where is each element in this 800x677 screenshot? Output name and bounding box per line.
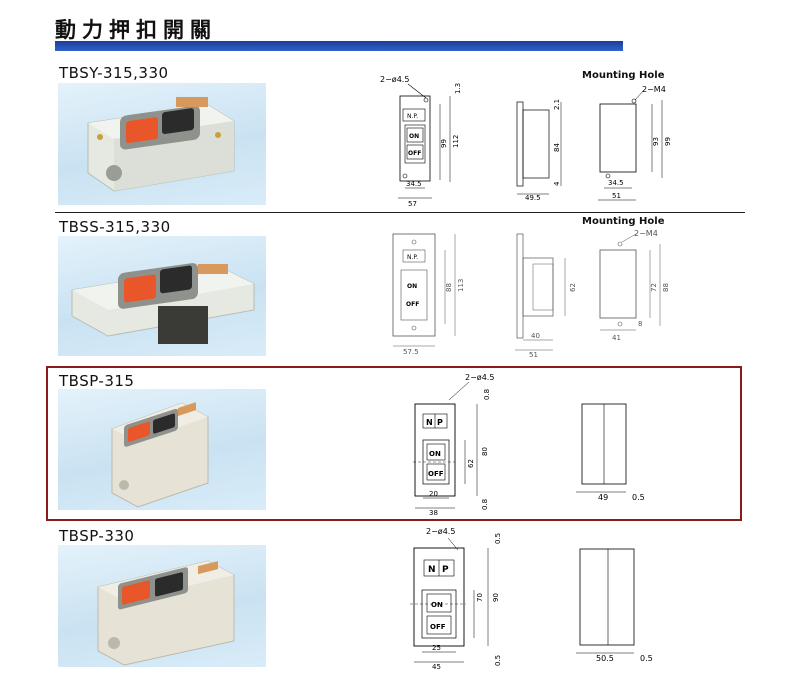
- model-name-tbsy: TBSY-315,330: [59, 64, 169, 82]
- dim-mh-hole: 2−M4: [634, 229, 658, 238]
- dim-side-w: 49.5: [525, 194, 541, 202]
- dim-h1: 99: [440, 139, 448, 148]
- dim-bot: 0.8: [481, 499, 489, 510]
- dim-h-inner: 62: [467, 459, 475, 468]
- product-photo-tbsp-330: [58, 545, 266, 667]
- model-name-tbsp-315: TBSP-315: [59, 372, 135, 390]
- dim-top: 0.5: [494, 533, 502, 544]
- dim-w-outer: 57: [408, 200, 417, 208]
- dim-mh-w: 41: [612, 334, 621, 342]
- dim-w-outer: 38: [429, 509, 438, 516]
- dim-w-outer: 45: [432, 663, 441, 670]
- dim-side-h: 62: [569, 283, 577, 292]
- on-label: ON: [431, 601, 443, 609]
- mounting-hole-tbss: 2−M4 72 88 8 41: [599, 229, 670, 342]
- model-name-tbsp-330: TBSP-330: [59, 527, 135, 545]
- side-view-tbss: 62 40 51: [515, 233, 577, 358]
- dim-side-w1: 40: [531, 332, 540, 340]
- dim-w-inner: 20: [429, 490, 438, 498]
- front-view-tbss: N.P. ON OFF 88 113 57.5: [392, 233, 465, 356]
- p-label: P: [442, 565, 449, 575]
- dim-bot: 0.5: [494, 655, 502, 666]
- np-label: N.P.: [407, 113, 418, 120]
- dim-h-inner: 70: [476, 593, 484, 602]
- mounting-hole-label: Mounting Hole: [582, 216, 665, 227]
- dim-mh-h1: 93: [652, 137, 660, 146]
- dim-side-w: 49: [598, 493, 608, 502]
- dim-h2: 112: [452, 135, 460, 148]
- dim-h-outer: 80: [481, 447, 489, 456]
- front-view-tbsy: 2−ø4.5 N.P. ON OFF 99 112 1.3 34.5 57: [380, 75, 462, 208]
- dim-side-bot: 4: [553, 181, 561, 186]
- front-view-tbsp-330: 2−ø4.5 0.5 N P ON OFF 70 90 0.5 25 45: [410, 527, 502, 670]
- off-label: OFF: [408, 150, 421, 157]
- dim-mh-h2: 88: [662, 283, 670, 292]
- off-label: OFF: [406, 301, 419, 308]
- dim-side-gap: 0.5: [632, 493, 645, 502]
- product-photo-tbss: [58, 236, 266, 356]
- dim-top: 0.8: [483, 389, 491, 400]
- dim-h-outer: 90: [492, 593, 500, 602]
- dim-mh-h1: 72: [650, 283, 658, 292]
- np-label: N.P.: [407, 254, 418, 261]
- dim-w: 57.5: [403, 348, 419, 356]
- highlighted-section: [46, 366, 742, 521]
- mounting-hole-tbsy: 2−M4 93 99 34.5 51: [598, 85, 672, 201]
- title-bar: [55, 41, 623, 51]
- dim-h2: 113: [457, 279, 465, 292]
- n-label: N: [428, 565, 436, 575]
- front-view-tbsp-315: 2−ø4.5 0.8 N P ON OFF 62 80 0.8 20 38: [413, 373, 494, 516]
- n-label: N: [426, 418, 433, 427]
- dim-mh-bot: 8: [638, 320, 642, 328]
- on-label: ON: [409, 133, 419, 140]
- dim-mh-hole: 2−M4: [642, 85, 666, 94]
- off-label: OFF: [430, 623, 446, 631]
- section-divider: [55, 212, 745, 213]
- dim-hole: 2−ø4.5: [380, 75, 409, 84]
- side-view-tbsp-330: 50.5 0.5: [576, 548, 653, 663]
- on-label: ON: [407, 283, 417, 290]
- dim-mh-w2: 51: [612, 192, 621, 200]
- dim-hole: 2−ø4.5: [426, 527, 455, 536]
- mounting-hole-label: Mounting Hole: [582, 70, 665, 81]
- dim-w-inner: 34.5: [406, 180, 422, 188]
- side-view-tbsp-315: 49 0.5: [576, 403, 645, 502]
- dim-side-top: 2.1: [553, 99, 561, 110]
- dim-hole: 2−ø4.5: [465, 373, 494, 382]
- dim-mh-w1: 34.5: [608, 179, 624, 187]
- side-view-tbsy: 2.1 84 4 49.5: [516, 99, 562, 202]
- dim-side-mid: 84: [553, 143, 561, 152]
- dim-mh-h2: 99: [664, 137, 672, 146]
- product-photo-tbsp-315: [58, 389, 266, 510]
- dim-top: 1.3: [454, 83, 462, 94]
- dim-side-gap: 0.5: [640, 654, 653, 663]
- dim-h1: 88: [445, 283, 453, 292]
- dim-side-w: 50.5: [596, 654, 614, 663]
- dim-w-inner: 25: [432, 644, 441, 652]
- p-label: P: [437, 418, 443, 427]
- page-title: 動力押扣開關: [55, 18, 217, 42]
- on-label: ON: [429, 450, 441, 458]
- product-photo-tbsy: [58, 83, 266, 205]
- dim-side-w2: 51: [529, 351, 538, 358]
- model-name-tbss: TBSS-315,330: [59, 218, 171, 236]
- off-label: OFF: [428, 470, 444, 478]
